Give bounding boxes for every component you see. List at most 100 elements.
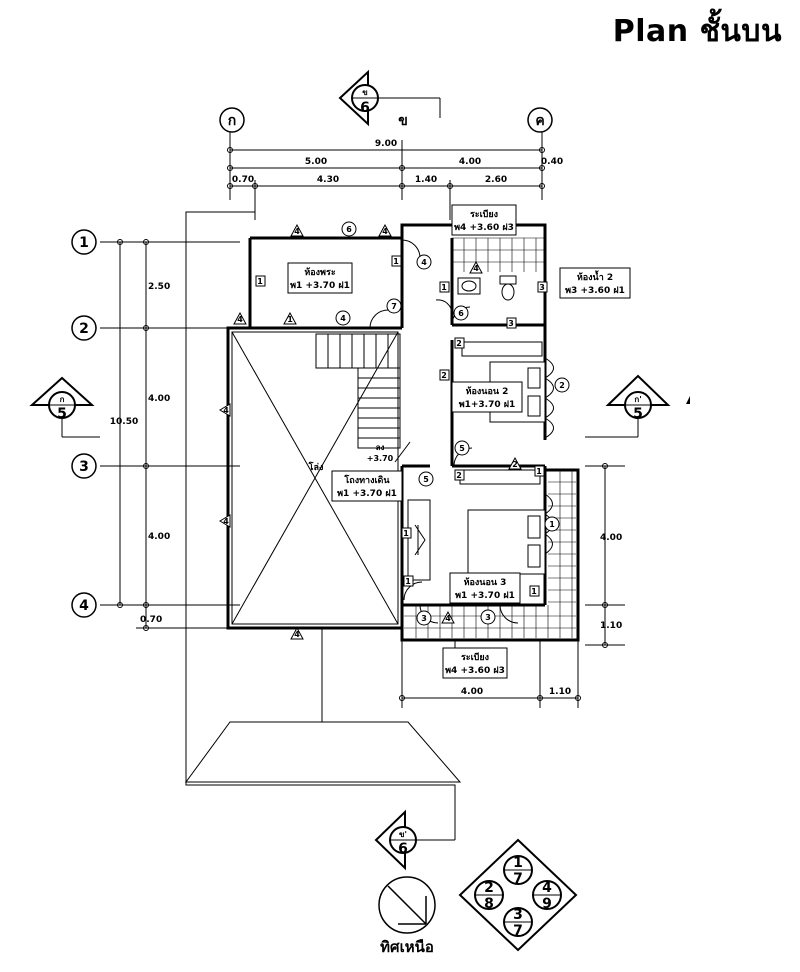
elev-right-a: 4 xyxy=(542,880,552,896)
window-tag-4f: 4 xyxy=(294,630,300,639)
sq-tag-1b: 1 xyxy=(257,277,263,286)
door-tag-4a: 4 xyxy=(421,258,427,267)
room-balcony-top-spec: พ4 +3.60 ฝ3 xyxy=(454,222,514,233)
room-bed3-spec: พ1 +3.70 ฝ1 xyxy=(455,590,515,601)
section-a-right-letter: ก' xyxy=(634,395,641,404)
grid-row-4: 4 xyxy=(79,598,89,614)
door-tag-5a: 5 xyxy=(459,444,465,453)
section-marker-b-top xyxy=(338,69,441,127)
dim-edge: 0.40 xyxy=(541,157,563,167)
dim-right-seg2: 1.10 xyxy=(600,621,622,631)
door-tags xyxy=(335,221,570,626)
elev-bottom-a: 3 xyxy=(513,907,523,923)
left-dimensions xyxy=(100,239,240,631)
elev-left-b: 8 xyxy=(484,896,494,912)
window-tag-1a: 1 xyxy=(287,315,293,324)
sq-tag-1e: 1 xyxy=(405,577,411,586)
room-label-boxes xyxy=(287,204,631,679)
window-tag-4d: 4 xyxy=(223,406,229,415)
window-tag-4e: 4 xyxy=(223,517,229,526)
stair-label: ลง xyxy=(376,443,385,452)
grid-row-3: 3 xyxy=(79,459,89,475)
elevation-key xyxy=(458,838,578,952)
dim-overall-depth: 10.50 xyxy=(110,417,138,427)
dim-bay-b: 4.00 xyxy=(459,157,481,167)
sq-tag-1a: 1 xyxy=(393,257,399,266)
north-label: ทิศเหนือ xyxy=(380,938,434,956)
grid-row-1: 1 xyxy=(79,235,89,251)
dim-seg3: 1.40 xyxy=(415,175,437,185)
room-bed2-name: ห้องนอน 2 xyxy=(466,386,509,397)
section-b-top-num: 6 xyxy=(360,100,370,116)
sq-tag-1f: 1 xyxy=(536,467,542,476)
grid-col-b: ข xyxy=(398,113,408,129)
section-b-top-letter: ข xyxy=(362,88,367,97)
stairs xyxy=(315,333,411,463)
dim-left-seg1: 2.50 xyxy=(148,282,170,292)
room-bed3-name: ห้องนอน 3 xyxy=(464,577,507,588)
door-tag-2: 2 xyxy=(559,381,565,390)
dim-seg1: 0.70 xyxy=(232,175,254,185)
elev-top-a: 1 xyxy=(513,855,523,871)
furniture xyxy=(407,341,546,581)
section-marker-a-left xyxy=(29,376,100,438)
window-tag-4h: 4 xyxy=(445,614,451,623)
door-tag-6b: 6 xyxy=(458,309,464,318)
grid-rows xyxy=(71,229,97,618)
door-tag-1: 1 xyxy=(549,520,555,529)
dim-left-seg4: 0.70 xyxy=(140,615,162,625)
door-tag-4b: 4 xyxy=(340,314,346,323)
arrow-mark xyxy=(686,396,690,404)
grid-col-a: ก xyxy=(228,113,236,129)
room-balcony-top-name: ระเบียง xyxy=(470,209,498,220)
top-dimensions xyxy=(227,130,545,220)
door-tag-7a: 7 xyxy=(391,302,397,311)
roof-outline xyxy=(185,200,462,800)
sq-tag-3: 3 xyxy=(508,319,514,328)
sq-tag-3b: 3 xyxy=(539,283,545,292)
dim-left-seg3: 4.00 xyxy=(148,532,170,542)
door-tag-3a: 3 xyxy=(421,614,427,623)
dim-bay-a: 5.00 xyxy=(305,157,327,167)
sq-tag-2c: 2 xyxy=(456,471,462,480)
square-tags xyxy=(255,255,548,597)
room-balcony-bottom-spec: พ4 +3.60 ฝ3 xyxy=(445,665,505,676)
room-bath2-name: ห้องน้ำ 2 xyxy=(577,270,613,283)
section-marker-b-bottom xyxy=(374,800,456,871)
grid-col-c: ค xyxy=(535,113,544,129)
dim-bottom-seg1: 4.00 xyxy=(461,687,483,697)
room-shrine-name: ห้องพระ xyxy=(304,267,335,278)
window-tags xyxy=(219,223,522,640)
section-marker-a-right xyxy=(585,374,671,438)
sq-tag-1c: 1 xyxy=(441,283,447,292)
section-a-left-letter: ก xyxy=(60,395,65,404)
room-bed2-spec: พ1+3.70 ฝ1 xyxy=(459,399,516,410)
room-void-name: โล่ง xyxy=(308,461,324,473)
section-b-bottom-letter: ข' xyxy=(399,830,407,839)
elev-right-b: 9 xyxy=(542,896,552,912)
dim-seg2: 4.30 xyxy=(317,175,339,185)
window-tag-4c: 4 xyxy=(237,315,243,324)
door-tag-5b: 5 xyxy=(423,475,429,484)
door-tag-6a: 6 xyxy=(346,225,352,234)
room-bath2-spec: พ3 +3.60 ฝ1 xyxy=(565,285,625,296)
room-hall-spec: พ1 +3.70 ฝ1 xyxy=(337,488,397,499)
section-a-right-num: 5 xyxy=(633,406,643,422)
room-balcony-bottom-name: ระเบียง xyxy=(461,652,489,663)
elev-top-b: 7 xyxy=(513,871,523,887)
window-tag-4g: 4 xyxy=(473,264,479,273)
window-tag-4b: 4 xyxy=(382,227,388,236)
walls xyxy=(226,223,580,642)
plan-title: Plan ชั้นบน xyxy=(612,14,782,49)
room-shrine-spec: พ1 +3.70 ฝ1 xyxy=(290,280,350,291)
dim-left-seg2: 4.00 xyxy=(148,394,170,404)
dim-overall-width: 9.00 xyxy=(375,139,397,149)
window-tag-2: 2 xyxy=(512,460,518,469)
north-arrow-icon xyxy=(378,876,436,934)
bottom-dimensions xyxy=(399,640,581,708)
dim-seg4: 2.60 xyxy=(485,175,507,185)
sq-tag-1d: 1 xyxy=(403,529,409,538)
bath-fixtures xyxy=(457,275,517,301)
window-swings xyxy=(369,239,554,624)
